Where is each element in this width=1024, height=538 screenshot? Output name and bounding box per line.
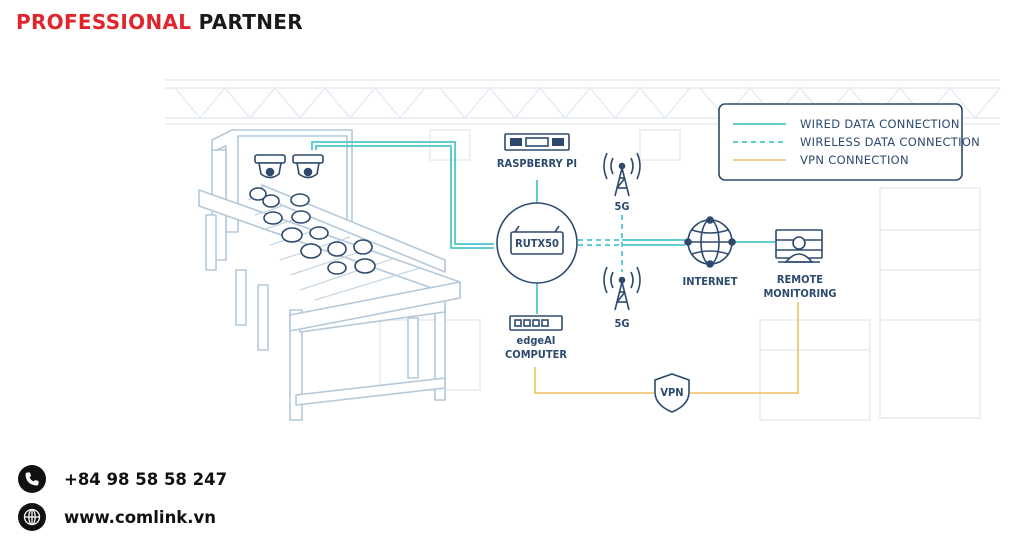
vpn-shield-icon	[654, 373, 690, 413]
brand-word-professional: PROFESSIONAL	[16, 10, 192, 34]
wired-connections	[311, 141, 775, 314]
phone-number: +84 98 58 58 247	[64, 469, 228, 489]
wireless-connections	[578, 215, 623, 272]
phone-contact: +84 98 58 58 247	[18, 465, 227, 493]
router-icon	[496, 202, 578, 284]
raspberry-pi-icon	[504, 133, 570, 151]
phone-icon	[18, 465, 46, 493]
website-contact: www.comlink.vn	[18, 503, 216, 531]
cell-tower-icon	[603, 152, 641, 197]
tower-top-label: 5G	[614, 200, 629, 213]
globe-icon	[18, 503, 46, 531]
website-link[interactable]: www.comlink.vn	[64, 507, 217, 527]
vpn-connections	[534, 302, 799, 394]
brand-word-partner: PARTNER	[198, 10, 303, 34]
remote-monitoring-icon	[775, 229, 823, 263]
conveyor-line-art	[198, 129, 461, 421]
vpn-label: VPN	[660, 386, 683, 399]
legend-wireless-label: WIRELESS DATA CONNECTION	[800, 135, 980, 149]
legend	[718, 103, 963, 181]
internet-label: INTERNET	[683, 275, 738, 288]
brand-title: PROFESSIONAL PARTNER	[16, 10, 303, 34]
raspberry-pi-label: RASPBERRY PI	[497, 157, 577, 170]
edge-computer-icon	[509, 315, 563, 331]
cell-tower-icon	[603, 266, 641, 311]
camera-icon	[292, 154, 324, 179]
remote-label-line2: MONITORING	[763, 287, 836, 300]
edge-label-line2: COMPUTER	[505, 348, 567, 361]
legend-wired-label: WIRED DATA CONNECTION	[800, 117, 960, 131]
camera-icon	[254, 154, 286, 179]
belt-items	[249, 187, 376, 275]
legend-vpn-label: VPN CONNECTION	[800, 153, 909, 167]
tower-bottom-label: 5G	[614, 317, 629, 330]
remote-label-line1: REMOTE	[777, 273, 823, 286]
router-label: RUTX50	[515, 237, 559, 250]
globe-icon	[684, 216, 736, 268]
edge-label-line1: edgeAI	[517, 334, 556, 347]
